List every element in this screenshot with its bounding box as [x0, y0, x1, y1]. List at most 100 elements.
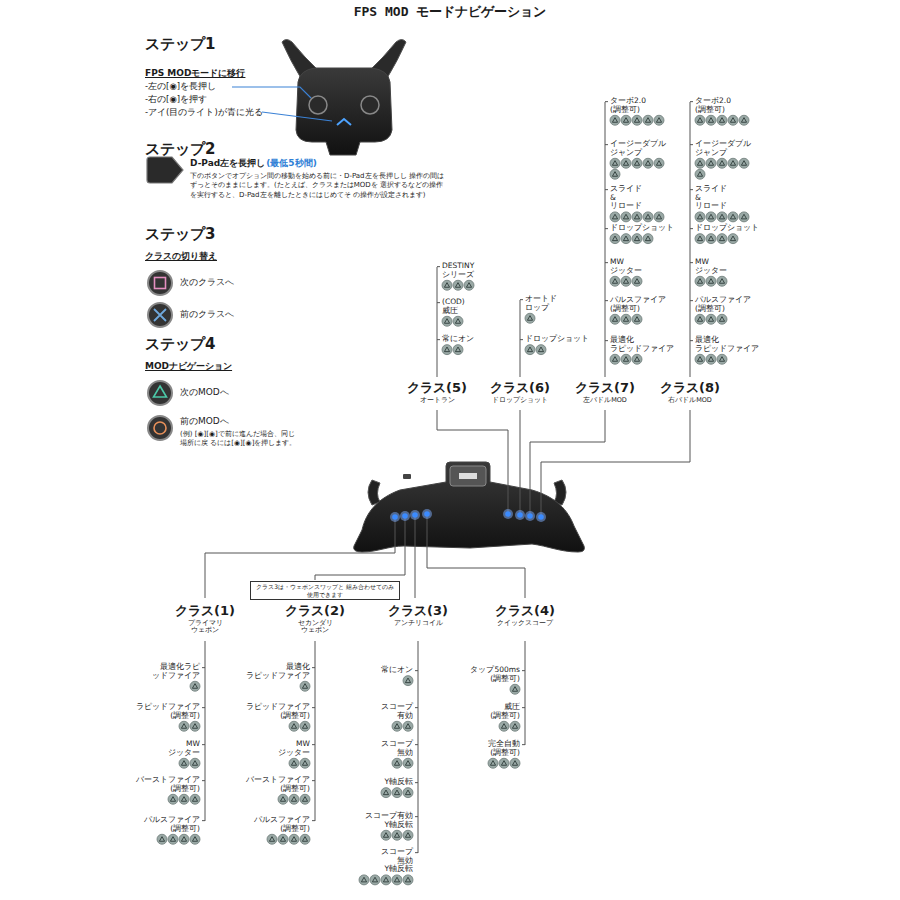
art-part [512, 761, 517, 766]
option-label: 威圧 (調整可) [490, 703, 520, 720]
art-part [632, 234, 642, 244]
option-label: バーストファイア (調整可) [136, 776, 200, 793]
button-sequences [157, 115, 749, 885]
class-subtitle: ドロップショット [492, 397, 548, 404]
art-part [708, 279, 713, 284]
triangle-press-icon [695, 169, 705, 179]
art-part [405, 833, 410, 838]
tree-line [415, 670, 418, 671]
option-label: MW ジッター [695, 258, 727, 275]
leader-line [262, 112, 332, 121]
art-part [405, 790, 410, 795]
device-body [296, 68, 392, 155]
tree-line [605, 144, 608, 145]
triangle-press-icon [717, 234, 727, 244]
triangle-press-icon [190, 834, 200, 844]
art-part [405, 877, 410, 882]
art-part [179, 794, 189, 804]
art-part [621, 354, 631, 364]
triangle-press-icon [179, 721, 189, 731]
option-label: ターボ2.0 (調整可) [695, 97, 731, 114]
option-label: スライド&リロード [695, 185, 727, 211]
art-part [403, 758, 413, 768]
tree-line [525, 641, 526, 745]
triangle-press-icon [403, 788, 413, 798]
art-part [621, 212, 631, 222]
triangle-press-icon [510, 721, 520, 731]
art-part [424, 511, 430, 517]
device-body [354, 462, 585, 552]
triangle-button-icon [148, 381, 172, 405]
triangle-press-icon [643, 234, 653, 244]
triangle-press-icon [695, 234, 705, 244]
led [422, 509, 432, 519]
tree-line [415, 744, 418, 745]
art-part [361, 877, 366, 882]
tree-line [605, 228, 608, 229]
triangle-press-icon [278, 794, 288, 804]
tree-line [415, 852, 418, 853]
art-part [706, 158, 716, 168]
art-part [403, 875, 413, 885]
triangle-press-icon [442, 345, 452, 355]
art-part [170, 797, 175, 802]
art-part [381, 875, 391, 885]
class-subtitle: クイックスコープ [497, 620, 553, 627]
class-subtitle: 右パドルMOD [668, 397, 712, 404]
tree-line [690, 144, 693, 145]
tree-line [520, 410, 521, 515]
art-part [730, 214, 735, 219]
triangle-press-icon [157, 834, 167, 844]
triangle-press-icon [179, 834, 189, 844]
triangle-press-icon [632, 314, 642, 324]
tree-line [541, 410, 690, 517]
triangle-press-icon [695, 115, 705, 125]
tree-line [202, 820, 205, 821]
option-label: 最適化 ラピッドファイア [695, 336, 759, 353]
art-part [278, 834, 288, 844]
triangle-press-icon [381, 830, 391, 840]
art-part [708, 214, 713, 219]
art-part [300, 794, 310, 804]
triangle-press-icon [168, 794, 178, 804]
art-part [610, 169, 620, 179]
art-part [623, 214, 628, 219]
option-label: パルスファイア (調整可) [144, 816, 200, 833]
art-part [612, 214, 617, 219]
art-part [706, 212, 716, 222]
art-part [392, 875, 402, 885]
triangle-press-icon [695, 276, 705, 286]
tree-line [605, 262, 608, 263]
art-part [610, 354, 620, 364]
option-label: スコープ 有効 [381, 703, 413, 720]
option-label: ドロップショット [695, 224, 759, 233]
art-part [291, 761, 296, 766]
art-part [612, 317, 617, 322]
art-part [515, 510, 525, 520]
art-part [179, 834, 189, 844]
option-label: パルスファイア (調整可) [254, 816, 310, 833]
option-label: Y軸反転 [384, 778, 413, 787]
triangle-press-icon [300, 681, 310, 691]
triangle-press-icon [499, 721, 509, 731]
option-label: MW ジッター [610, 258, 642, 275]
dpad-left-icon [147, 157, 183, 183]
art-part [697, 236, 702, 241]
triangle-press-icon [510, 684, 520, 694]
art-part [455, 347, 460, 352]
mod-button [309, 96, 327, 114]
art-part [410, 510, 420, 520]
triangle-press-icon [610, 212, 620, 222]
art-part [302, 837, 307, 842]
class-heading: クラス(3) [388, 604, 448, 619]
art-part [503, 509, 513, 519]
tree-lines [202, 102, 693, 853]
art-part [501, 761, 506, 766]
triangle-press-icon [403, 875, 413, 885]
art-part [728, 115, 738, 125]
note-box: クラス3は・ウェポンスワップと 組み合わせてのみ使用できます [250, 581, 400, 600]
tree-line [690, 189, 693, 190]
art-part [728, 234, 738, 244]
triangle-press-icon [643, 212, 653, 222]
art-part [612, 357, 617, 362]
